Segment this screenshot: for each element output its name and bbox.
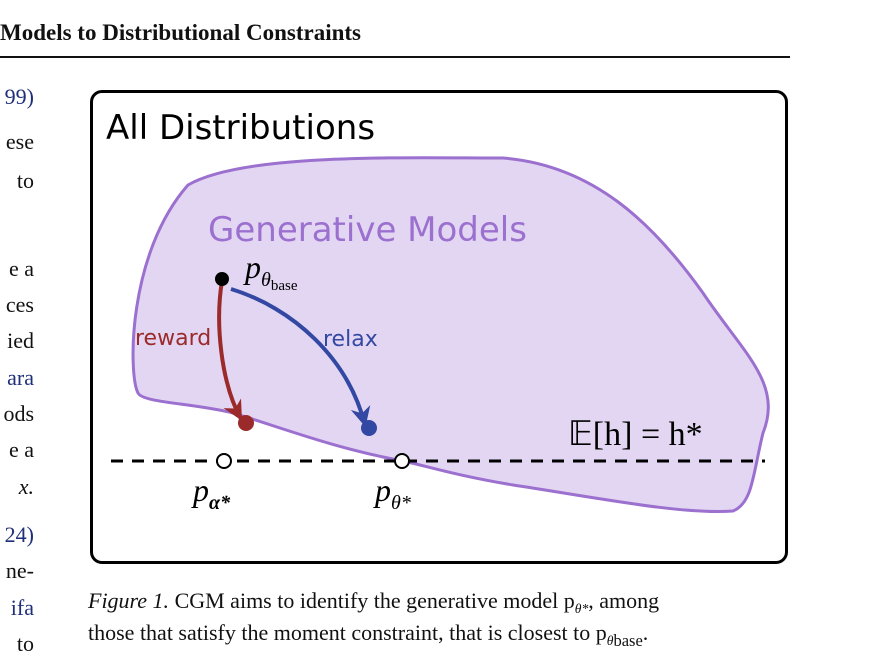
- relax-label: relax: [323, 327, 378, 352]
- left-column-line: ara: [7, 365, 34, 390]
- left-column-line: e a: [8, 437, 34, 462]
- point-base: [215, 272, 229, 286]
- left-column-line: to: [16, 631, 34, 656]
- caption-line-2: those that satisfy the moment constraint…: [88, 618, 798, 652]
- point-base-label: pθbase: [243, 249, 298, 294]
- left-column-line: ces: [5, 292, 34, 317]
- left-column-line: ese: [5, 129, 34, 154]
- left-column-line: 24): [4, 522, 34, 547]
- caption-sub-1: θ*: [574, 600, 589, 616]
- left-column-line: ods: [3, 401, 34, 426]
- left-column-line: 99): [4, 84, 34, 109]
- generative-models-region: [131, 156, 770, 514]
- caption-text-2: those that satisfy the moment constraint…: [88, 620, 607, 646]
- caption-sub-2: θ: [606, 632, 614, 648]
- left-column-line: ied: [7, 328, 34, 353]
- caption-text-1-end: , among: [588, 588, 660, 613]
- left-column-line: ifa: [10, 595, 34, 620]
- left-column-line: e a: [8, 256, 34, 281]
- point-theta-label: pθ*: [373, 472, 411, 514]
- running-head: Models to Distributional Constraints: [0, 20, 361, 45]
- region-label: Generative Models: [208, 210, 527, 250]
- caption-text-2-end: .: [642, 620, 649, 646]
- box-title: All Distributions: [106, 108, 375, 148]
- caption-text-1: CGM aims to identify the generative mode…: [174, 588, 575, 613]
- constraint-label: 𝔼[h] = h*: [568, 416, 703, 453]
- point-alpha-label: pα*: [191, 472, 231, 514]
- figure-diagram: All Distributions Generative Models rewa…: [106, 108, 770, 514]
- header-rule: [0, 56, 790, 58]
- relax-arrow: [230, 287, 371, 427]
- left-column-line: x.: [18, 474, 34, 499]
- caption-line-1: Figure 1. CGM aims to identify the gener…: [88, 586, 798, 618]
- reward-arrow: [217, 280, 243, 421]
- point-theta: [394, 453, 410, 469]
- point-relax: [361, 420, 377, 436]
- caption-label: Figure 1.: [88, 588, 170, 613]
- figure-box: All Distributions Generative Models rewa…: [90, 90, 788, 564]
- reward-label: reward: [135, 326, 211, 351]
- figure-caption: Figure 1. CGM aims to identify the gener…: [88, 586, 798, 652]
- point-reward: [238, 415, 254, 431]
- left-column-line: ne-: [5, 558, 34, 583]
- point-alpha: [216, 453, 232, 469]
- caption-subsub-2: base: [613, 630, 643, 650]
- left-column-line: to: [16, 168, 34, 193]
